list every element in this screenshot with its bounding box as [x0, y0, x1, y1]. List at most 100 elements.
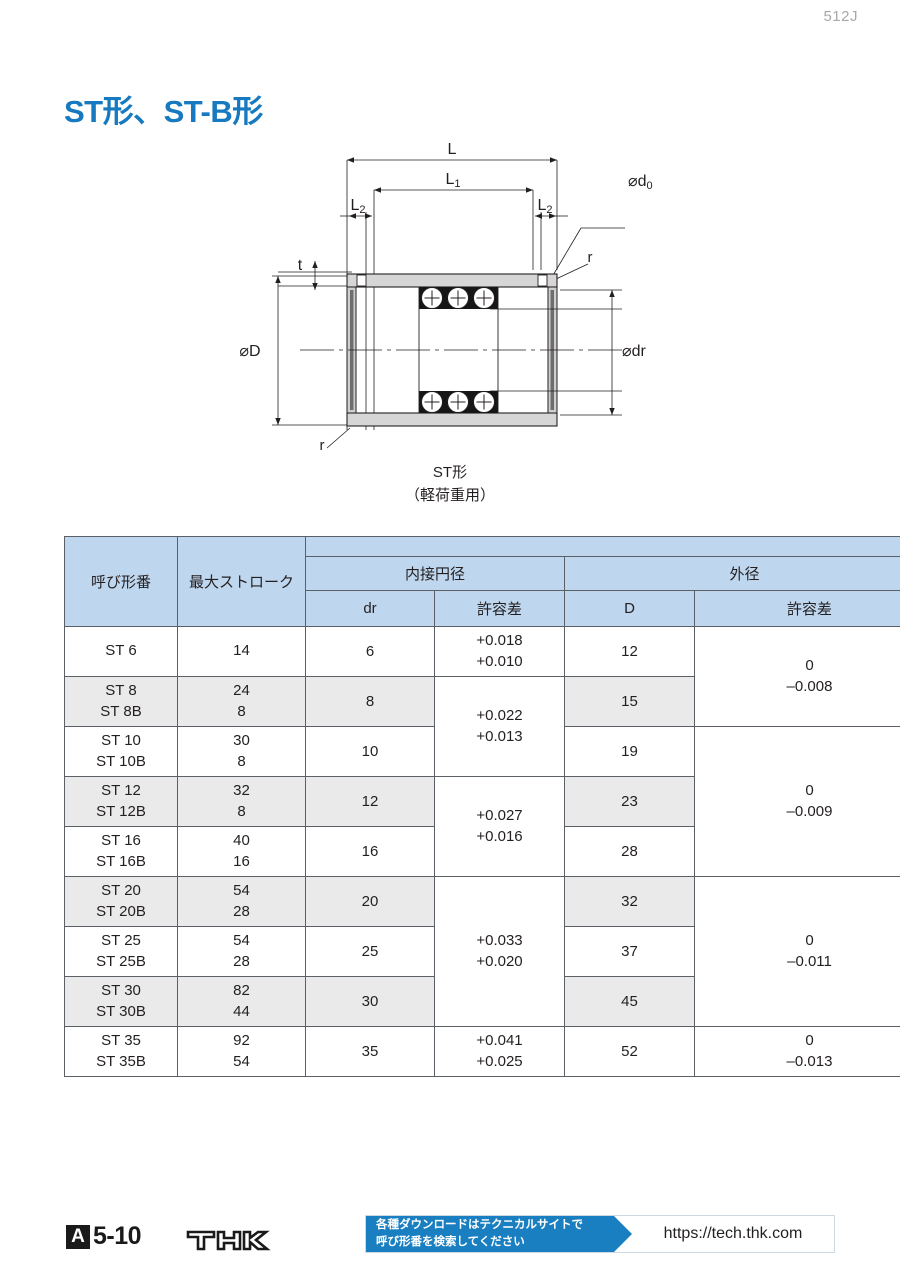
figure-caption: ST形 （軽荷重用）: [0, 462, 900, 507]
thk-logo: [186, 1224, 278, 1259]
cell-D: 52: [564, 1026, 695, 1077]
product-cross-section-figure: L L1 L2 L2 ⌀d0 t ⌀D ⌀dr r r: [0, 140, 900, 520]
cell-max-stroke: 40 16: [177, 826, 306, 877]
cell-max-stroke: 92 54: [177, 1026, 306, 1077]
cell-D-tolerance: 0 –0.011: [694, 876, 900, 1027]
cell-model-no: ST 35 ST 35B: [64, 1026, 178, 1077]
cell-max-stroke: 24 8: [177, 676, 306, 727]
table-head: 呼び形番 最大ストローク 内接円径 外径 dr 許容差 D 許容差: [64, 536, 900, 627]
banner-message: 各種ダウンロードはテクニカルサイトで 呼び形番を検索してください: [366, 1216, 632, 1252]
cell-model-no: ST 20 ST 20B: [64, 876, 178, 927]
col-header-spacer: [305, 536, 900, 557]
footer-page-code: 5-10: [93, 1222, 142, 1250]
cell-D: 45: [564, 976, 695, 1027]
table-row[interactable]: ST 10 ST 10B 30 8 10 19 0 –0.009: [64, 726, 900, 877]
cell-dr-tolerance: +0.041 +0.025: [434, 1026, 565, 1077]
cell-dr: 20: [305, 876, 435, 927]
banner-line-2: 呼び形番を検索してください: [376, 1236, 525, 1248]
cell-model-no: ST 8 ST 8B: [64, 676, 178, 727]
col-header-D: D: [564, 590, 695, 627]
dim-label-L2-right: L2: [537, 197, 552, 216]
dim-label-L: L: [448, 141, 457, 158]
cell-max-stroke: 32 8: [177, 776, 306, 827]
cell-max-stroke: 82 44: [177, 976, 306, 1027]
specification-table-container: 呼び形番 最大ストローク 内接円径 外径 dr 許容差 D 許容差 ST 6 1…: [64, 536, 900, 1077]
cell-dr: 6: [305, 626, 435, 677]
cell-D: 12: [564, 626, 695, 677]
page-number: 512J: [823, 8, 858, 25]
cell-D: 15: [564, 676, 695, 727]
cell-dr: 25: [305, 926, 435, 977]
col-header-max-stroke: 最大ストローク: [177, 536, 306, 627]
cell-model-no: ST 30 ST 30B: [64, 976, 178, 1027]
tech-site-banner[interactable]: 各種ダウンロードはテクニカルサイトで 呼び形番を検索してください https:/…: [365, 1215, 835, 1253]
cell-max-stroke: 30 8: [177, 726, 306, 777]
page-title: ST形、ST-B形: [64, 94, 263, 129]
table-row[interactable]: ST 35 ST 35B 92 54 35 +0.041 +0.025 52 0…: [64, 1026, 900, 1077]
bearing-body: [300, 273, 625, 427]
cell-dr-tolerance: +0.027 +0.016: [434, 776, 565, 877]
cell-D: 32: [564, 876, 695, 927]
table-head-row-3: dr 許容差 D 許容差: [65, 590, 900, 627]
table-row[interactable]: ST 16 ST 16B 40 16 16 28: [64, 826, 900, 877]
col-header-inscribed-group: 内接円径: [305, 556, 565, 591]
cell-max-stroke: 54 28: [177, 876, 306, 927]
page-footer: A 5-10 各種ダウンロードはテクニカルサイトで 呼び形番を検索してください …: [0, 1208, 900, 1272]
table-body: ST 6 14 6 +0.018 +0.010 12 0 –0.008 ST 8…: [64, 626, 900, 1077]
cell-dr: 8: [305, 676, 435, 727]
cell-dr: 12: [305, 776, 435, 827]
cell-dr-tolerance: +0.018 +0.010: [434, 626, 565, 677]
cell-model-no: ST 12 ST 12B: [64, 776, 178, 827]
section-letter-badge: A: [66, 1224, 90, 1249]
cell-D: 28: [564, 826, 695, 877]
cell-D: 37: [564, 926, 695, 977]
specification-table: 呼び形番 最大ストローク 内接円径 外径 dr 許容差 D 許容差 ST 6 1…: [64, 536, 900, 1077]
thk-logo-icon: [186, 1230, 271, 1251]
table-row[interactable]: ST 25 ST 25B 54 28 25 37: [64, 926, 900, 977]
cell-D-tolerance: 0 –0.008: [694, 626, 900, 727]
cell-model-no: ST 6: [64, 626, 178, 677]
cell-model-no: ST 25 ST 25B: [64, 926, 178, 977]
col-header-outer-group: 外径: [564, 556, 900, 591]
figure-caption-line2: （軽荷重用）: [404, 486, 495, 504]
col-header-D-tolerance: 許容差: [694, 590, 900, 627]
cell-D: 23: [564, 776, 695, 827]
dim-label-phi-D: ⌀D: [239, 343, 260, 360]
dim-label-L2-left: L2: [350, 197, 365, 216]
col-header-dr: dr: [305, 590, 435, 627]
ball-group-bottom: [421, 391, 495, 413]
cell-D: 19: [564, 726, 695, 777]
footer-page-badge: A 5-10: [66, 1222, 142, 1251]
dim-label-r-top: r: [588, 249, 593, 266]
cell-D-tolerance: 0 –0.013: [694, 1026, 900, 1077]
cell-max-stroke: 54 28: [177, 926, 306, 977]
cell-dr: 10: [305, 726, 435, 777]
table-row[interactable]: ST 20 ST 20B 54 28 20 +0.033 +0.020 32 0…: [64, 876, 900, 1027]
figure-caption-line1: ST形: [432, 464, 468, 481]
dim-label-t: t: [298, 257, 303, 274]
cell-dr: 35: [305, 1026, 435, 1077]
dim-label-phi-dr: ⌀dr: [622, 343, 647, 360]
cell-model-no: ST 16 ST 16B: [64, 826, 178, 877]
dim-label-L1: L1: [445, 171, 460, 190]
col-header-dr-tolerance: 許容差: [434, 590, 565, 627]
col-header-model-no: 呼び形番: [64, 536, 178, 627]
table-row[interactable]: ST 12 ST 12B 32 8 12 +0.027 +0.016 23: [64, 776, 900, 877]
cell-dr-tolerance: +0.022 +0.013: [434, 676, 565, 777]
table-row[interactable]: ST 8 ST 8B 24 8 8 +0.022 +0.013 15: [64, 676, 900, 777]
cross-section-drawing: L L1 L2 L2 ⌀d0 t ⌀D ⌀dr r r: [239, 141, 653, 454]
cell-dr: 30: [305, 976, 435, 1027]
banner-line-1: 各種ダウンロードはテクニカルサイトで: [376, 1219, 583, 1232]
cell-max-stroke: 14: [177, 626, 306, 677]
cell-dr-tolerance: +0.033 +0.020: [434, 876, 565, 1027]
table-head-row-2: 内接円径 外径: [65, 556, 900, 591]
dim-label-phi-d0: ⌀d0: [628, 173, 653, 192]
ball-group-top: [421, 287, 495, 309]
table-row[interactable]: ST 30 ST 30B 82 44 30 45: [64, 976, 900, 1027]
table-row[interactable]: ST 6 14 6 +0.018 +0.010 12 0 –0.008: [64, 626, 900, 727]
cell-dr: 16: [305, 826, 435, 877]
table-head-row-1: 呼び形番 最大ストローク: [64, 536, 900, 627]
banner-url-link[interactable]: https://tech.thk.com: [663, 1225, 803, 1242]
dim-label-r-bottom: r: [320, 437, 325, 454]
cell-D-tolerance: 0 –0.009: [694, 726, 900, 877]
